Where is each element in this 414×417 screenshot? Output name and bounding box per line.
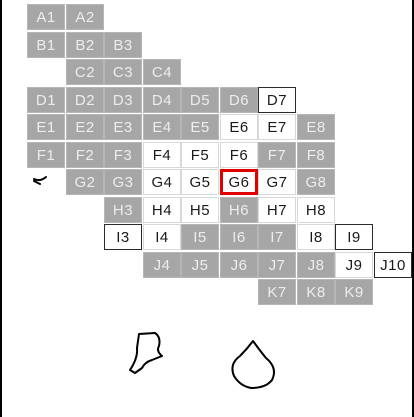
board-cell-i3[interactable]: I3 — [104, 224, 142, 250]
board-cell-h7[interactable]: H7 — [258, 197, 296, 223]
board-cell-f4[interactable]: F4 — [143, 142, 181, 168]
board-cell-i7[interactable]: I7 — [258, 224, 296, 250]
board-cell-f6[interactable]: F6 — [220, 142, 258, 168]
board-cell-h6[interactable]: H6 — [220, 197, 258, 223]
board-cell-b3[interactable]: B3 — [104, 32, 142, 58]
board-cell-g6[interactable]: G6 — [220, 169, 258, 195]
board-cell-k7[interactable]: K7 — [258, 279, 296, 305]
board-cell-i6[interactable]: I6 — [220, 224, 258, 250]
board-cell-i9[interactable]: I9 — [335, 224, 373, 250]
board-cell-h5[interactable]: H5 — [181, 197, 219, 223]
board-cell-b2[interactable]: B2 — [66, 32, 104, 58]
board-cell-f3[interactable]: F3 — [104, 142, 142, 168]
board-cell-g8[interactable]: G8 — [297, 169, 335, 195]
board-cell-f2[interactable]: F2 — [66, 142, 104, 168]
board-cell-d3[interactable]: D3 — [104, 87, 142, 113]
board-cell-h4[interactable]: H4 — [143, 197, 181, 223]
board-cell-j9[interactable]: J9 — [335, 252, 373, 278]
board-cell-g7[interactable]: G7 — [258, 169, 296, 195]
board-cell-g3[interactable]: G3 — [104, 169, 142, 195]
board-cell-c3[interactable]: C3 — [104, 59, 142, 85]
board-cell-j7[interactable]: J7 — [258, 252, 296, 278]
board-cell-a2[interactable]: A2 — [66, 4, 104, 30]
board-cell-e1[interactable]: E1 — [27, 114, 65, 140]
board-cell-j4[interactable]: J4 — [143, 252, 181, 278]
board-cell-b1[interactable]: B1 — [27, 32, 65, 58]
board-cell-f1[interactable]: F1 — [27, 142, 65, 168]
board-cell-e6[interactable]: E6 — [220, 114, 258, 140]
board-cell-h3[interactable]: H3 — [104, 197, 142, 223]
board-cell-d7[interactable]: D7 — [258, 87, 296, 113]
board-cell-d5[interactable]: D5 — [181, 87, 219, 113]
board-cell-e2[interactable]: E2 — [66, 114, 104, 140]
board-cell-i8[interactable]: I8 — [297, 224, 335, 250]
board-cell-d4[interactable]: D4 — [143, 87, 181, 113]
board-cell-a1[interactable]: A1 — [27, 4, 65, 30]
board-cell-d6[interactable]: D6 — [220, 87, 258, 113]
board-cell-g5[interactable]: G5 — [181, 169, 219, 195]
board-cell-e8[interactable]: E8 — [297, 114, 335, 140]
board-cell-f8[interactable]: F8 — [297, 142, 335, 168]
board-cell-g2[interactable]: G2 — [66, 169, 104, 195]
board-cell-j10[interactable]: J10 — [374, 252, 412, 278]
board-cell-e4[interactable]: E4 — [143, 114, 181, 140]
board-cell-h8[interactable]: H8 — [297, 197, 335, 223]
board-cell-e5[interactable]: E5 — [181, 114, 219, 140]
board-cell-c4[interactable]: C4 — [143, 59, 181, 85]
board-cell-d2[interactable]: D2 — [66, 87, 104, 113]
board-cell-c2[interactable]: C2 — [66, 59, 104, 85]
board-cell-f7[interactable]: F7 — [258, 142, 296, 168]
board-cell-k8[interactable]: K8 — [297, 279, 335, 305]
board-cell-i5[interactable]: I5 — [181, 224, 219, 250]
board-cell-f5[interactable]: F5 — [181, 142, 219, 168]
board-cell-e3[interactable]: E3 — [104, 114, 142, 140]
board-cell-e7[interactable]: E7 — [258, 114, 296, 140]
board-cell-j6[interactable]: J6 — [220, 252, 258, 278]
board-cell-k9[interactable]: K9 — [335, 279, 373, 305]
board-cell-d1[interactable]: D1 — [27, 87, 65, 113]
board-cell-i4[interactable]: I4 — [143, 224, 181, 250]
board-cell-j8[interactable]: J8 — [297, 252, 335, 278]
board-cell-g4[interactable]: G4 — [143, 169, 181, 195]
board-cell-j5[interactable]: J5 — [181, 252, 219, 278]
